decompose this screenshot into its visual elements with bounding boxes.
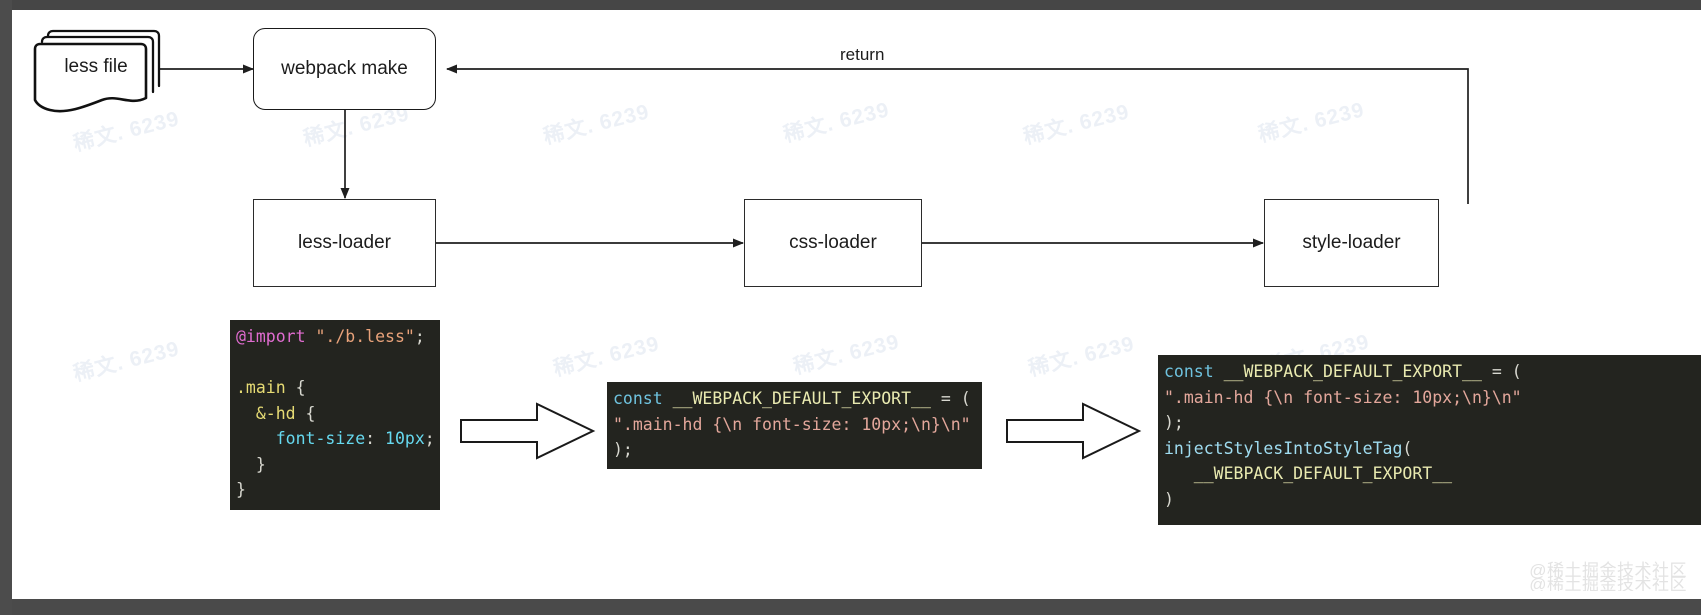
node-less-file-label: less file: [64, 56, 128, 77]
block-arrow-less-to-css: [460, 402, 596, 460]
code-line: &-hd {: [236, 401, 440, 427]
code-line: ".main-hd {\n font-size: 10px;\n}\n": [613, 412, 982, 438]
code-token: @import: [236, 327, 306, 346]
node-css-loader[interactable]: css-loader: [744, 199, 922, 287]
brand-watermark-line1: @稀土掘金技术社区: [1529, 561, 1687, 580]
brand-watermark: @稀土掘金技术社区 @稀土掘金技术社区: [1529, 561, 1687, 594]
code-token: 10px: [385, 429, 425, 448]
code-token: {: [295, 403, 316, 423]
code-token: __WEBPACK_DEFAULT_EXPORT__: [662, 389, 941, 408]
code-block-css-loader-output: const __WEBPACK_DEFAULT_EXPORT__ = (".ma…: [607, 382, 982, 469]
code-token: (: [1402, 438, 1413, 458]
code-token: [236, 429, 276, 448]
code-line: );: [613, 437, 982, 463]
node-css-loader-label: css-loader: [789, 232, 877, 253]
block-arrow-css-to-style: [1006, 402, 1142, 460]
brand-watermark-line2: @稀土掘金技术社区: [1529, 575, 1687, 594]
code-token: :: [365, 429, 386, 448]
code-token: .main: [236, 378, 286, 397]
document-stack-icon: [33, 29, 161, 113]
node-style-loader-label: style-loader: [1302, 232, 1401, 253]
code-token: [306, 327, 316, 346]
code-token: ".main-hd {\n font-size: 10px;\n}\n": [613, 414, 971, 434]
code-line: const __WEBPACK_DEFAULT_EXPORT__ = (: [613, 386, 982, 412]
code-line: }: [236, 477, 440, 503]
code-token: ): [1164, 489, 1174, 509]
code-line: __WEBPACK_DEFAULT_EXPORT__: [1164, 461, 1701, 487]
code-token: &-hd: [255, 403, 296, 423]
code-block-style-loader-output: const __WEBPACK_DEFAULT_EXPORT__ = (".ma…: [1158, 355, 1701, 525]
node-webpack-make[interactable]: webpack make: [253, 28, 436, 110]
canvas-bottom-bar: [12, 591, 1701, 599]
code-line: }: [236, 452, 440, 478]
node-less-file[interactable]: less file: [26, 24, 166, 118]
edge-label-return: return: [840, 45, 885, 64]
code-token: __WEBPACK_DEFAULT_EXPORT__: [1164, 464, 1453, 483]
code-line: const __WEBPACK_DEFAULT_EXPORT__ = (: [1164, 359, 1701, 385]
code-line: ".main-hd {\n font-size: 10px;\n}\n": [1164, 385, 1701, 411]
code-token: {: [285, 378, 306, 397]
code-token: font-size: [275, 429, 366, 448]
code-token: );: [613, 440, 633, 459]
node-less-loader[interactable]: less-loader: [253, 199, 436, 287]
code-token: const: [613, 389, 663, 408]
frame-top-edge: [0, 0, 1701, 10]
code-token: injectStylesIntoStyleTag: [1164, 438, 1403, 458]
code-token: ;: [414, 327, 425, 346]
node-less-loader-label: less-loader: [298, 232, 391, 253]
code-line: [236, 350, 440, 376]
code-token: = (: [1491, 362, 1522, 381]
code-token: ".main-hd {\n font-size: 10px;\n}\n": [1164, 387, 1522, 407]
connector-layer: [137, 64, 1469, 248]
code-line: injectStylesIntoStyleTag(: [1164, 436, 1701, 462]
code-token: [236, 404, 256, 423]
code-line: );: [1164, 410, 1701, 436]
code-token: const: [1164, 362, 1214, 381]
code-line: font-size: 10px;: [236, 426, 440, 452]
code-token: = (: [940, 389, 971, 408]
frame-left-edge: [0, 0, 12, 615]
code-token: ;: [424, 429, 435, 448]
node-style-loader[interactable]: style-loader: [1264, 199, 1439, 287]
code-token: "./b.less": [315, 327, 415, 346]
node-webpack-make-label: webpack make: [281, 58, 408, 79]
code-line: .main {: [236, 375, 440, 401]
code-line: @import "./b.less";: [236, 324, 440, 350]
code-token: );: [1164, 413, 1184, 432]
edge-styleloader-return-to-webpack: [446, 64, 1469, 204]
code-token: }: [236, 480, 246, 499]
code-token: __WEBPACK_DEFAULT_EXPORT__: [1213, 362, 1492, 381]
code-block-less-source: @import "./b.less"; .main { &-hd { font-s…: [230, 320, 440, 510]
code-line: ): [1164, 487, 1701, 513]
diagram-canvas: 稀文. 6239 稀文. 6239 稀文. 6239 稀文. 6239 稀文. …: [12, 10, 1701, 599]
code-token: }: [236, 454, 266, 474]
